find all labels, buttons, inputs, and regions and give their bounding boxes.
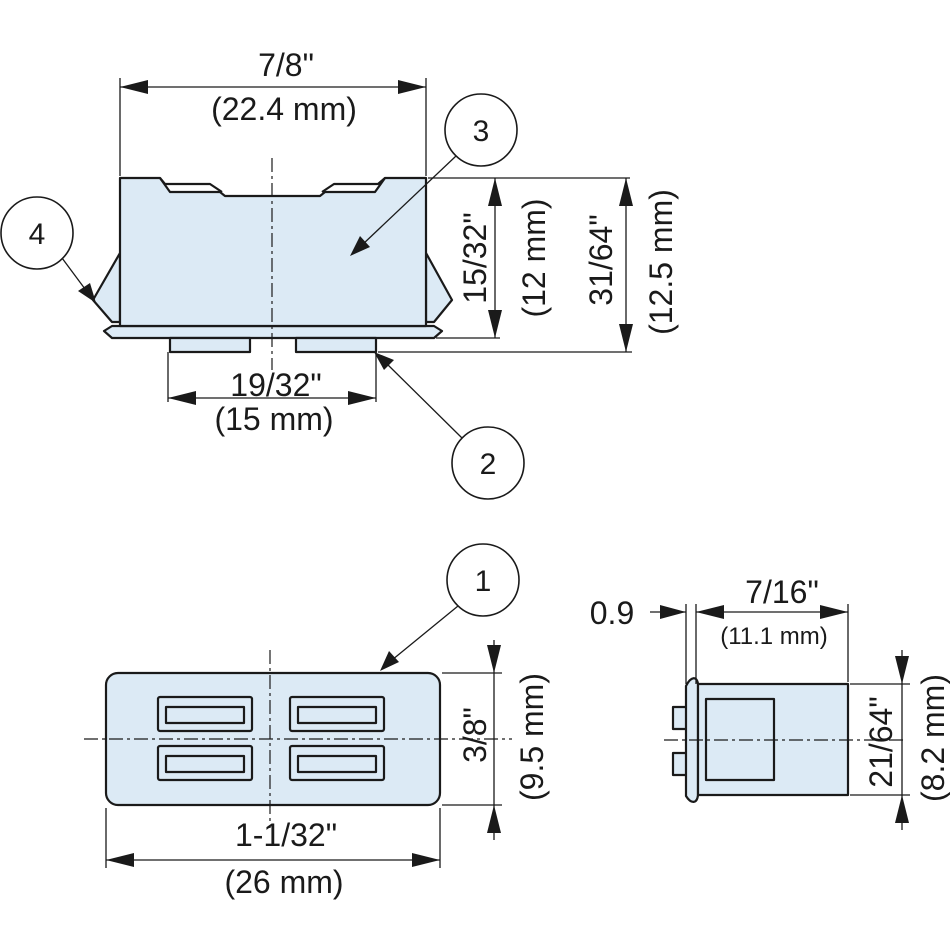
callout-2-label: 2 (480, 448, 497, 481)
front-slots (156, 695, 386, 782)
tab-span-mm: (15 mm) (214, 401, 333, 437)
dim-side-depth: 7/16" (11.1 mm) (696, 574, 849, 682)
dim-total-height: 31/64" (12.5 mm) (378, 178, 679, 353)
groove-right (321, 177, 386, 193)
dim-tab-span: 19/32" (15 mm) (167, 352, 377, 437)
front-height-mm: (9.5 mm) (514, 673, 550, 801)
base-plate (102, 324, 444, 340)
callout-1-label: 1 (475, 565, 492, 598)
left-latch (91, 251, 122, 324)
side-height-mm: (8.2 mm) (915, 674, 950, 802)
side-depth-mm: (11.1 mm) (720, 623, 828, 650)
callout-3-label: 3 (473, 115, 490, 148)
dim-top-width: 7/8" (22.4 mm) (119, 47, 427, 176)
front-view (84, 650, 512, 828)
dim-front-height: 3/8" (9.5 mm) (442, 640, 550, 840)
dim-side-flange: 0.9 (590, 595, 697, 684)
callout-1: 1 (380, 543, 520, 671)
groove-left (159, 177, 223, 193)
right-latch (424, 251, 454, 324)
top-width-mm: (22.4 mm) (211, 91, 357, 127)
total-height-in: 31/64" (583, 214, 619, 305)
tab-span-in: 19/32" (230, 367, 321, 403)
main-body (118, 176, 428, 328)
tab-right (294, 336, 378, 354)
dim-body-height: 15/32" (12 mm) (428, 177, 630, 339)
callout-2: 2 (374, 352, 525, 500)
front-height-in: 3/8" (457, 707, 493, 763)
callout-4-label: 4 (29, 218, 46, 251)
dim-front-width: 1-1/32" (26 mm) (105, 808, 441, 900)
dim-side-height: 21/64" (8.2 mm) (850, 650, 950, 830)
top-view (91, 158, 454, 370)
total-height-mm: (12.5 mm) (643, 189, 679, 335)
front-width-in: 1-1/32" (235, 817, 337, 853)
side-view (664, 677, 906, 803)
side-flange-label: 0.9 (590, 595, 634, 631)
body-height-mm: (12 mm) (516, 198, 552, 317)
top-width-in: 7/8" (258, 47, 314, 83)
side-height-in: 21/64" (863, 696, 899, 787)
callout-4: 4 (0, 196, 96, 303)
front-width-mm: (26 mm) (224, 864, 343, 900)
side-depth-in: 7/16" (745, 574, 819, 610)
tab-left (168, 336, 252, 354)
callout-3: 3 (350, 93, 518, 256)
body-height-in: 15/32" (457, 212, 493, 303)
